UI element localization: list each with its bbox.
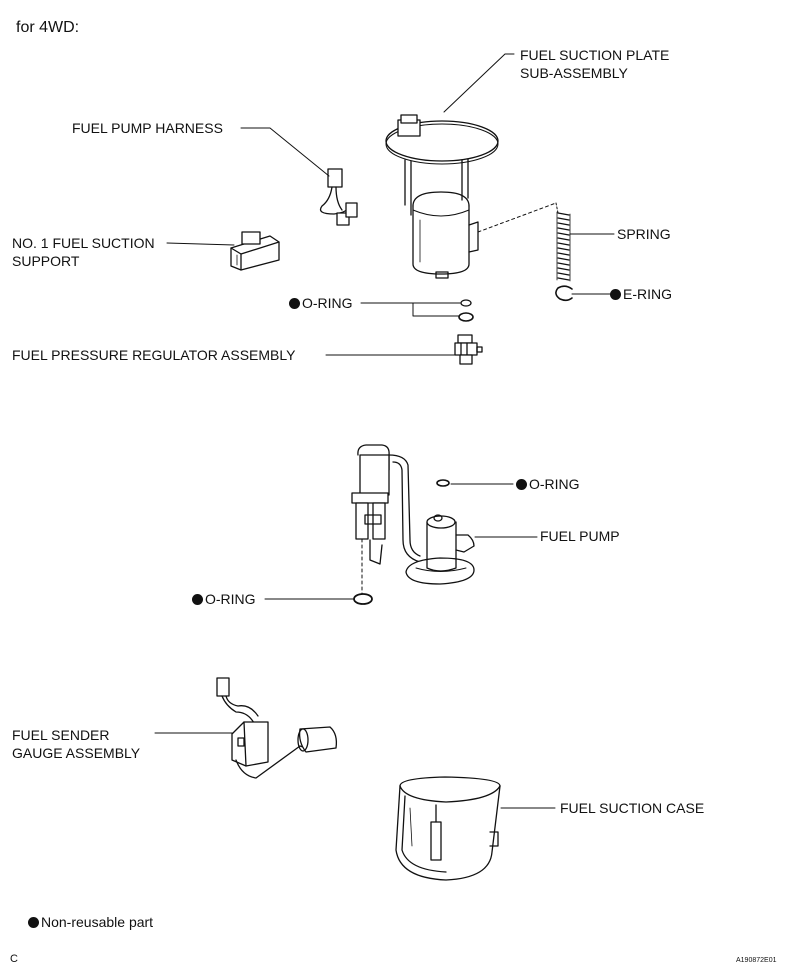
label-no1-fuel-suction-line1: NO. 1 FUEL SUCTION: [12, 235, 155, 251]
fuel-pump-harness: [319, 168, 358, 226]
label-fuel-suction-plate-line2: SUB-ASSEMBLY: [520, 65, 628, 81]
fuel-pump: [405, 514, 475, 585]
label-fuel-pump-harness: FUEL PUMP HARNESS: [72, 120, 223, 136]
leader-lines: [154, 53, 615, 809]
fuel-pump-bracket: [351, 444, 421, 595]
legend-text: Non-reusable part: [41, 914, 154, 930]
corner-letter: C: [10, 953, 18, 965]
label-spring: SPRING: [617, 226, 671, 242]
fuel-suction-case: [395, 776, 501, 881]
bracket-o-ring: [353, 593, 373, 605]
label-fuel-sender-line2: GAUGE ASSEMBLY: [12, 745, 141, 761]
no1-fuel-suction-support: [230, 231, 280, 271]
label-o-ring-upper-text: O-RING: [302, 295, 353, 311]
label-fuel-sender-line1: FUEL SENDER: [12, 727, 110, 743]
label-e-ring: E-RING: [610, 286, 672, 303]
label-no1-fuel-suction-line2: SUPPORT: [12, 253, 80, 269]
non-reusable-marker-icon: [610, 289, 621, 300]
label-o-ring-upper: O-RING: [289, 295, 353, 312]
non-reusable-marker-icon: [192, 594, 203, 605]
upper-o-rings: [458, 299, 474, 322]
fuel-pressure-regulator: [454, 334, 483, 365]
label-o-ring-bracket-text: O-RING: [205, 591, 256, 607]
page-title: for 4WD:: [16, 19, 80, 36]
e-ring: [555, 285, 573, 302]
figure-code: A190872E01: [736, 957, 777, 964]
label-fuel-pressure-regulator: FUEL PRESSURE REGULATOR ASSEMBLY: [12, 347, 296, 363]
spring: [556, 211, 571, 282]
label-o-ring-pump-text: O-RING: [529, 476, 580, 492]
label-o-ring-bracket: O-RING: [192, 591, 256, 608]
legend-marker-icon: [28, 917, 39, 928]
label-fuel-suction-plate-line1: FUEL SUCTION PLATE: [520, 47, 670, 63]
fuel-suction-plate-assembly: [385, 114, 559, 279]
fuel-sender-gauge: [216, 677, 338, 779]
pump-o-ring: [436, 479, 450, 487]
label-e-ring-text: E-RING: [623, 286, 672, 302]
non-reusable-marker-icon: [289, 298, 300, 309]
label-o-ring-pump: O-RING: [516, 476, 580, 493]
label-fuel-pump: FUEL PUMP: [540, 528, 620, 544]
non-reusable-marker-icon: [516, 479, 527, 490]
legend: Non-reusable part: [28, 914, 153, 931]
label-fuel-suction-case: FUEL SUCTION CASE: [560, 800, 705, 816]
